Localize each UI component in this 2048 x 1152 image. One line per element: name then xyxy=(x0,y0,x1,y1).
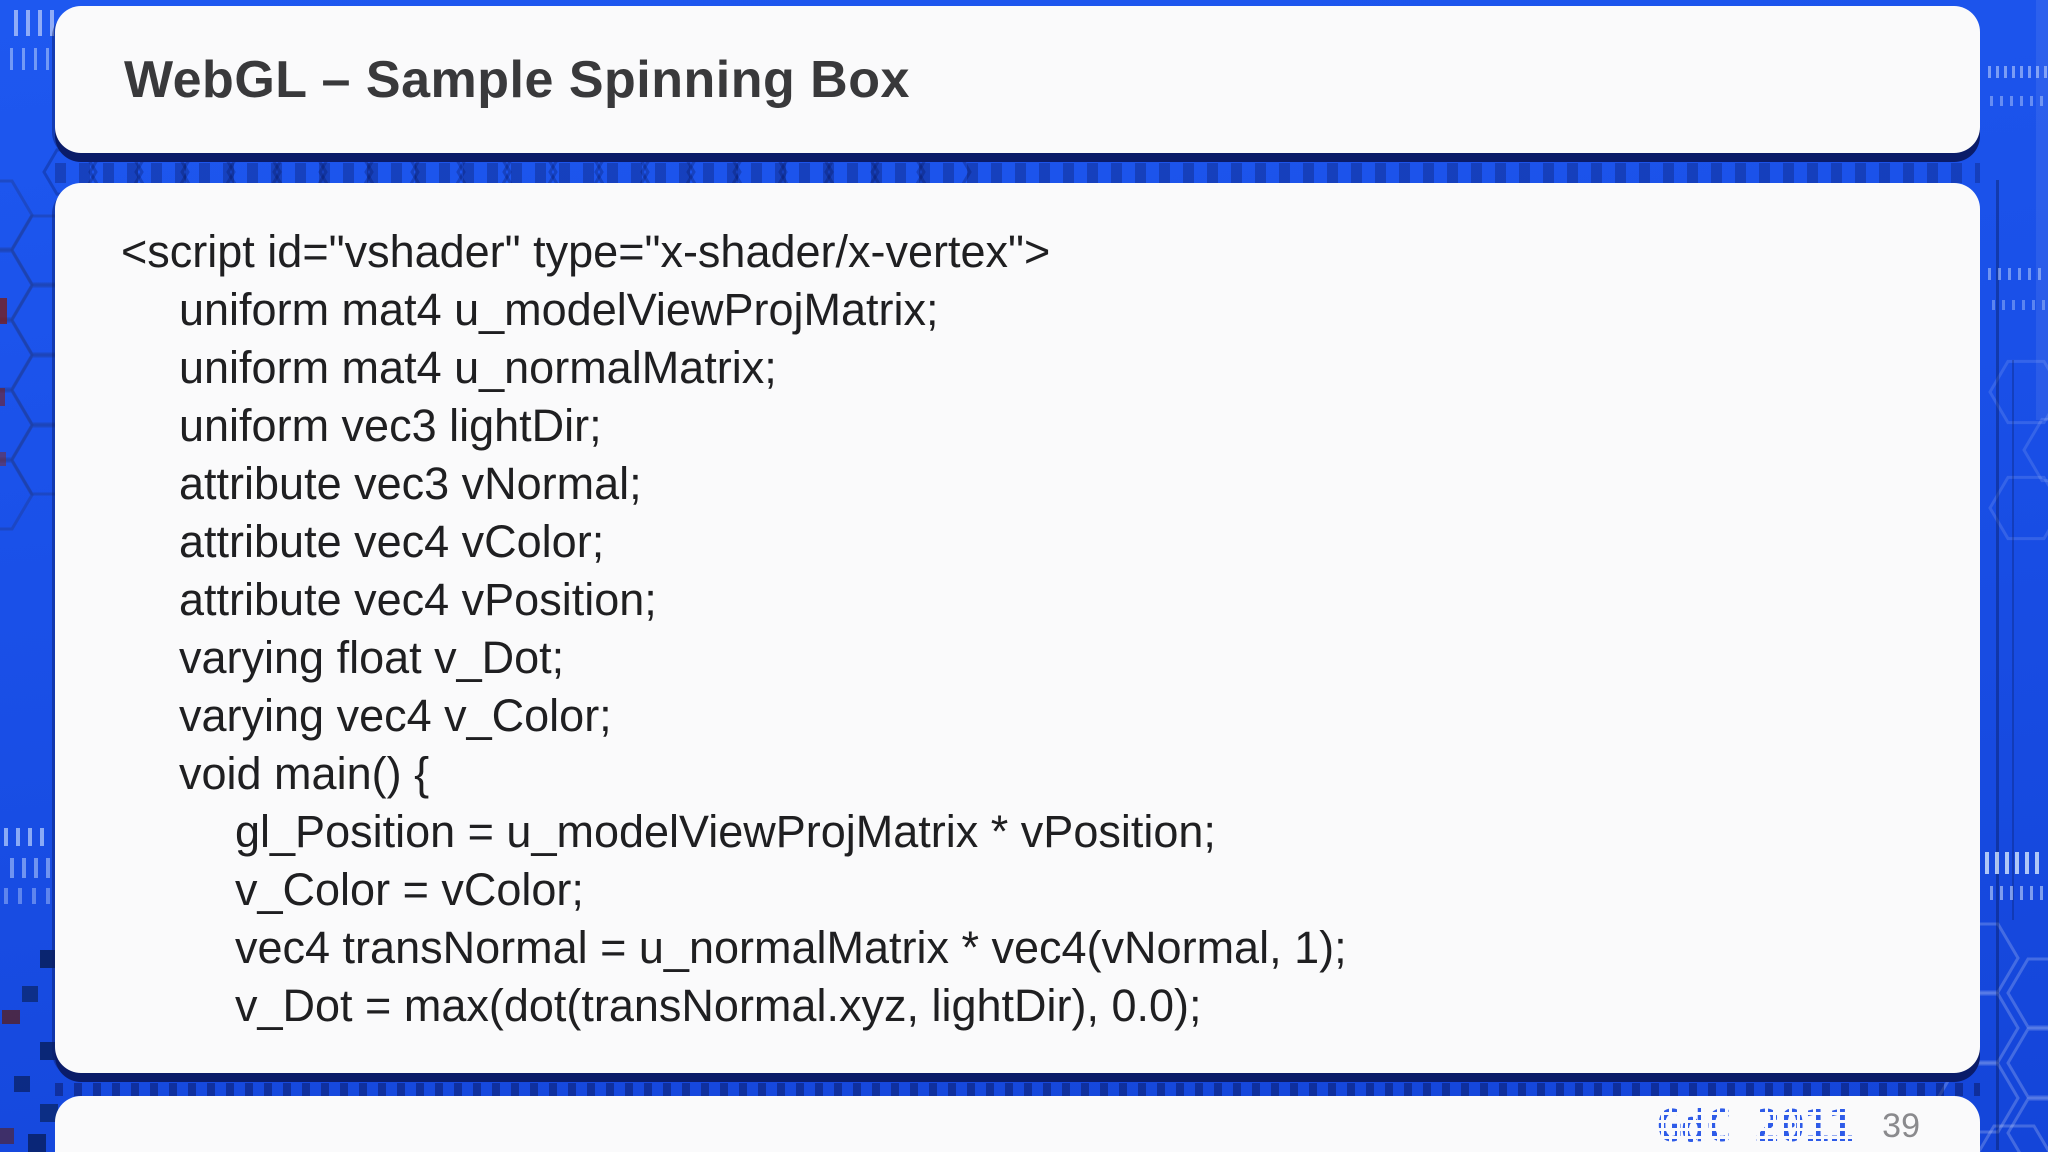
circuit-trace-mark xyxy=(1985,852,1989,874)
code-line: varying vec4 v_Color; xyxy=(179,690,612,741)
circuit-trace-mark xyxy=(1998,268,2001,280)
circuit-trace-mark xyxy=(46,48,49,70)
circuit-trace-mark xyxy=(2040,96,2043,106)
circuit-trace-mark xyxy=(2015,852,2019,874)
circuit-trace-mark xyxy=(18,888,22,904)
circuit-trace-mark xyxy=(32,888,36,904)
circuit-trace-mark xyxy=(2018,268,2021,280)
circuit-trace-mark xyxy=(2030,886,2033,900)
code-line: void main() { xyxy=(179,748,430,799)
circuit-trace-mark xyxy=(2005,852,2009,874)
title-card: WebGL – Sample Spinning Box xyxy=(55,6,1980,153)
circuit-trace-mark xyxy=(2022,300,2025,310)
circuit-trace-mark xyxy=(2036,66,2039,78)
circuit-trace-mark xyxy=(10,48,13,70)
circuit-trace-mark xyxy=(0,452,6,466)
circuit-trace-mark xyxy=(14,10,18,36)
code-line: gl_Position = u_modelViewProjMatrix * vP… xyxy=(235,806,1216,857)
circuit-trace-mark xyxy=(1990,886,1993,900)
gdc-2011-logo: GdC 2011 xyxy=(1656,1100,1854,1152)
code-line: attribute vec4 vColor; xyxy=(179,516,605,567)
circuit-trace-mark xyxy=(2012,66,2015,78)
circuit-trace-mark xyxy=(1992,300,1995,310)
circuit-trace-mark xyxy=(2010,96,2013,106)
circuit-trace-mark xyxy=(2,1010,20,1024)
circuit-trace-mark xyxy=(22,858,26,878)
circuit-trace-mark xyxy=(1990,96,1993,106)
circuit-trace-mark xyxy=(38,10,42,36)
circuit-trace-mark xyxy=(2002,300,2005,310)
circuit-trace-mark xyxy=(46,858,50,878)
circuit-trace-mark xyxy=(0,1128,14,1144)
code-line: <script id="vshader" type="x-shader/x-ve… xyxy=(121,226,1051,277)
circuit-trace-mark xyxy=(50,10,54,36)
code-line: uniform vec3 lightDir; xyxy=(179,400,602,451)
circuit-trace-mark xyxy=(2000,96,2003,106)
circuit-trace-mark xyxy=(1995,852,1999,874)
circuit-trace-mark xyxy=(2000,886,2003,900)
circuit-trace-mark xyxy=(4,888,8,904)
slide-title: WebGL – Sample Spinning Box xyxy=(124,50,910,109)
circuit-trace-mark xyxy=(2032,300,2035,310)
code-line: varying float v_Dot; xyxy=(179,632,565,683)
circuit-trace-mark xyxy=(2036,0,2048,420)
code-card: <script id="vshader" type="x-shader/x-ve… xyxy=(55,183,1980,1073)
circuit-trace-mark xyxy=(28,828,32,846)
circuit-trace-mark xyxy=(28,1134,46,1152)
code-line: v_Color = vColor; xyxy=(235,864,584,915)
circuit-trace-mark xyxy=(2035,852,2039,874)
circuit-trace-mark xyxy=(2044,66,2047,78)
circuit-trace-mark xyxy=(34,48,37,70)
code-line: vec4 transNormal = u_normalMatrix * vec4… xyxy=(235,922,1347,973)
circuit-trace-mark xyxy=(1988,66,1991,78)
code-line: attribute vec4 vPosition; xyxy=(179,574,657,625)
code-line: v_Dot = max(dot(transNormal.xyz, lightDi… xyxy=(235,980,1202,1031)
circuit-trace-mark xyxy=(26,10,30,36)
code-line: uniform mat4 u_modelViewProjMatrix; xyxy=(179,284,939,335)
circuit-trace-mark xyxy=(46,888,50,904)
circuit-trace-mark xyxy=(0,388,5,406)
footer-card: GdC 2011 39 xyxy=(55,1096,1980,1152)
circuit-trace-mark xyxy=(2040,886,2043,900)
circuit-gap-band-bottom xyxy=(55,1083,1980,1096)
circuit-trace-mark xyxy=(4,828,8,846)
circuit-trace-mark xyxy=(2020,66,2023,78)
circuit-trace-mark xyxy=(2012,300,2015,310)
circuit-trace-mark xyxy=(2042,300,2045,310)
circuit-trace-mark xyxy=(2010,886,2013,900)
circuit-trace-mark xyxy=(16,828,20,846)
code-line: attribute vec3 vNormal; xyxy=(179,458,642,509)
page-number: 39 xyxy=(1882,1106,1920,1145)
circuit-trace-mark xyxy=(22,48,25,70)
circuit-trace-mark xyxy=(2020,886,2023,900)
circuit-trace-mark xyxy=(22,986,38,1002)
circuit-gap-band-top xyxy=(55,163,1980,183)
circuit-trace-mark xyxy=(34,858,38,878)
circuit-trace-mark xyxy=(2020,96,2023,106)
circuit-trace-mark xyxy=(10,858,14,878)
circuit-trace-mark xyxy=(2012,360,2014,920)
circuit-trace-mark xyxy=(2008,268,2011,280)
code-block: <script id="vshader" type="x-shader/x-ve… xyxy=(55,183,1980,1035)
circuit-trace-mark xyxy=(14,1076,30,1092)
circuit-trace-mark xyxy=(2028,66,2031,78)
circuit-trace-mark xyxy=(1988,268,1991,280)
circuit-trace-mark xyxy=(40,828,44,846)
circuit-trace-mark xyxy=(1996,66,1999,78)
circuit-trace-mark xyxy=(2004,66,2007,78)
circuit-trace-mark xyxy=(1996,180,1999,1150)
circuit-trace-mark xyxy=(0,298,7,324)
circuit-trace-mark xyxy=(2030,96,2033,106)
circuit-trace-mark xyxy=(2028,268,2031,280)
circuit-trace-mark xyxy=(2038,268,2041,280)
circuit-trace-mark xyxy=(2025,852,2029,874)
code-line: uniform mat4 u_normalMatrix; xyxy=(179,342,777,393)
